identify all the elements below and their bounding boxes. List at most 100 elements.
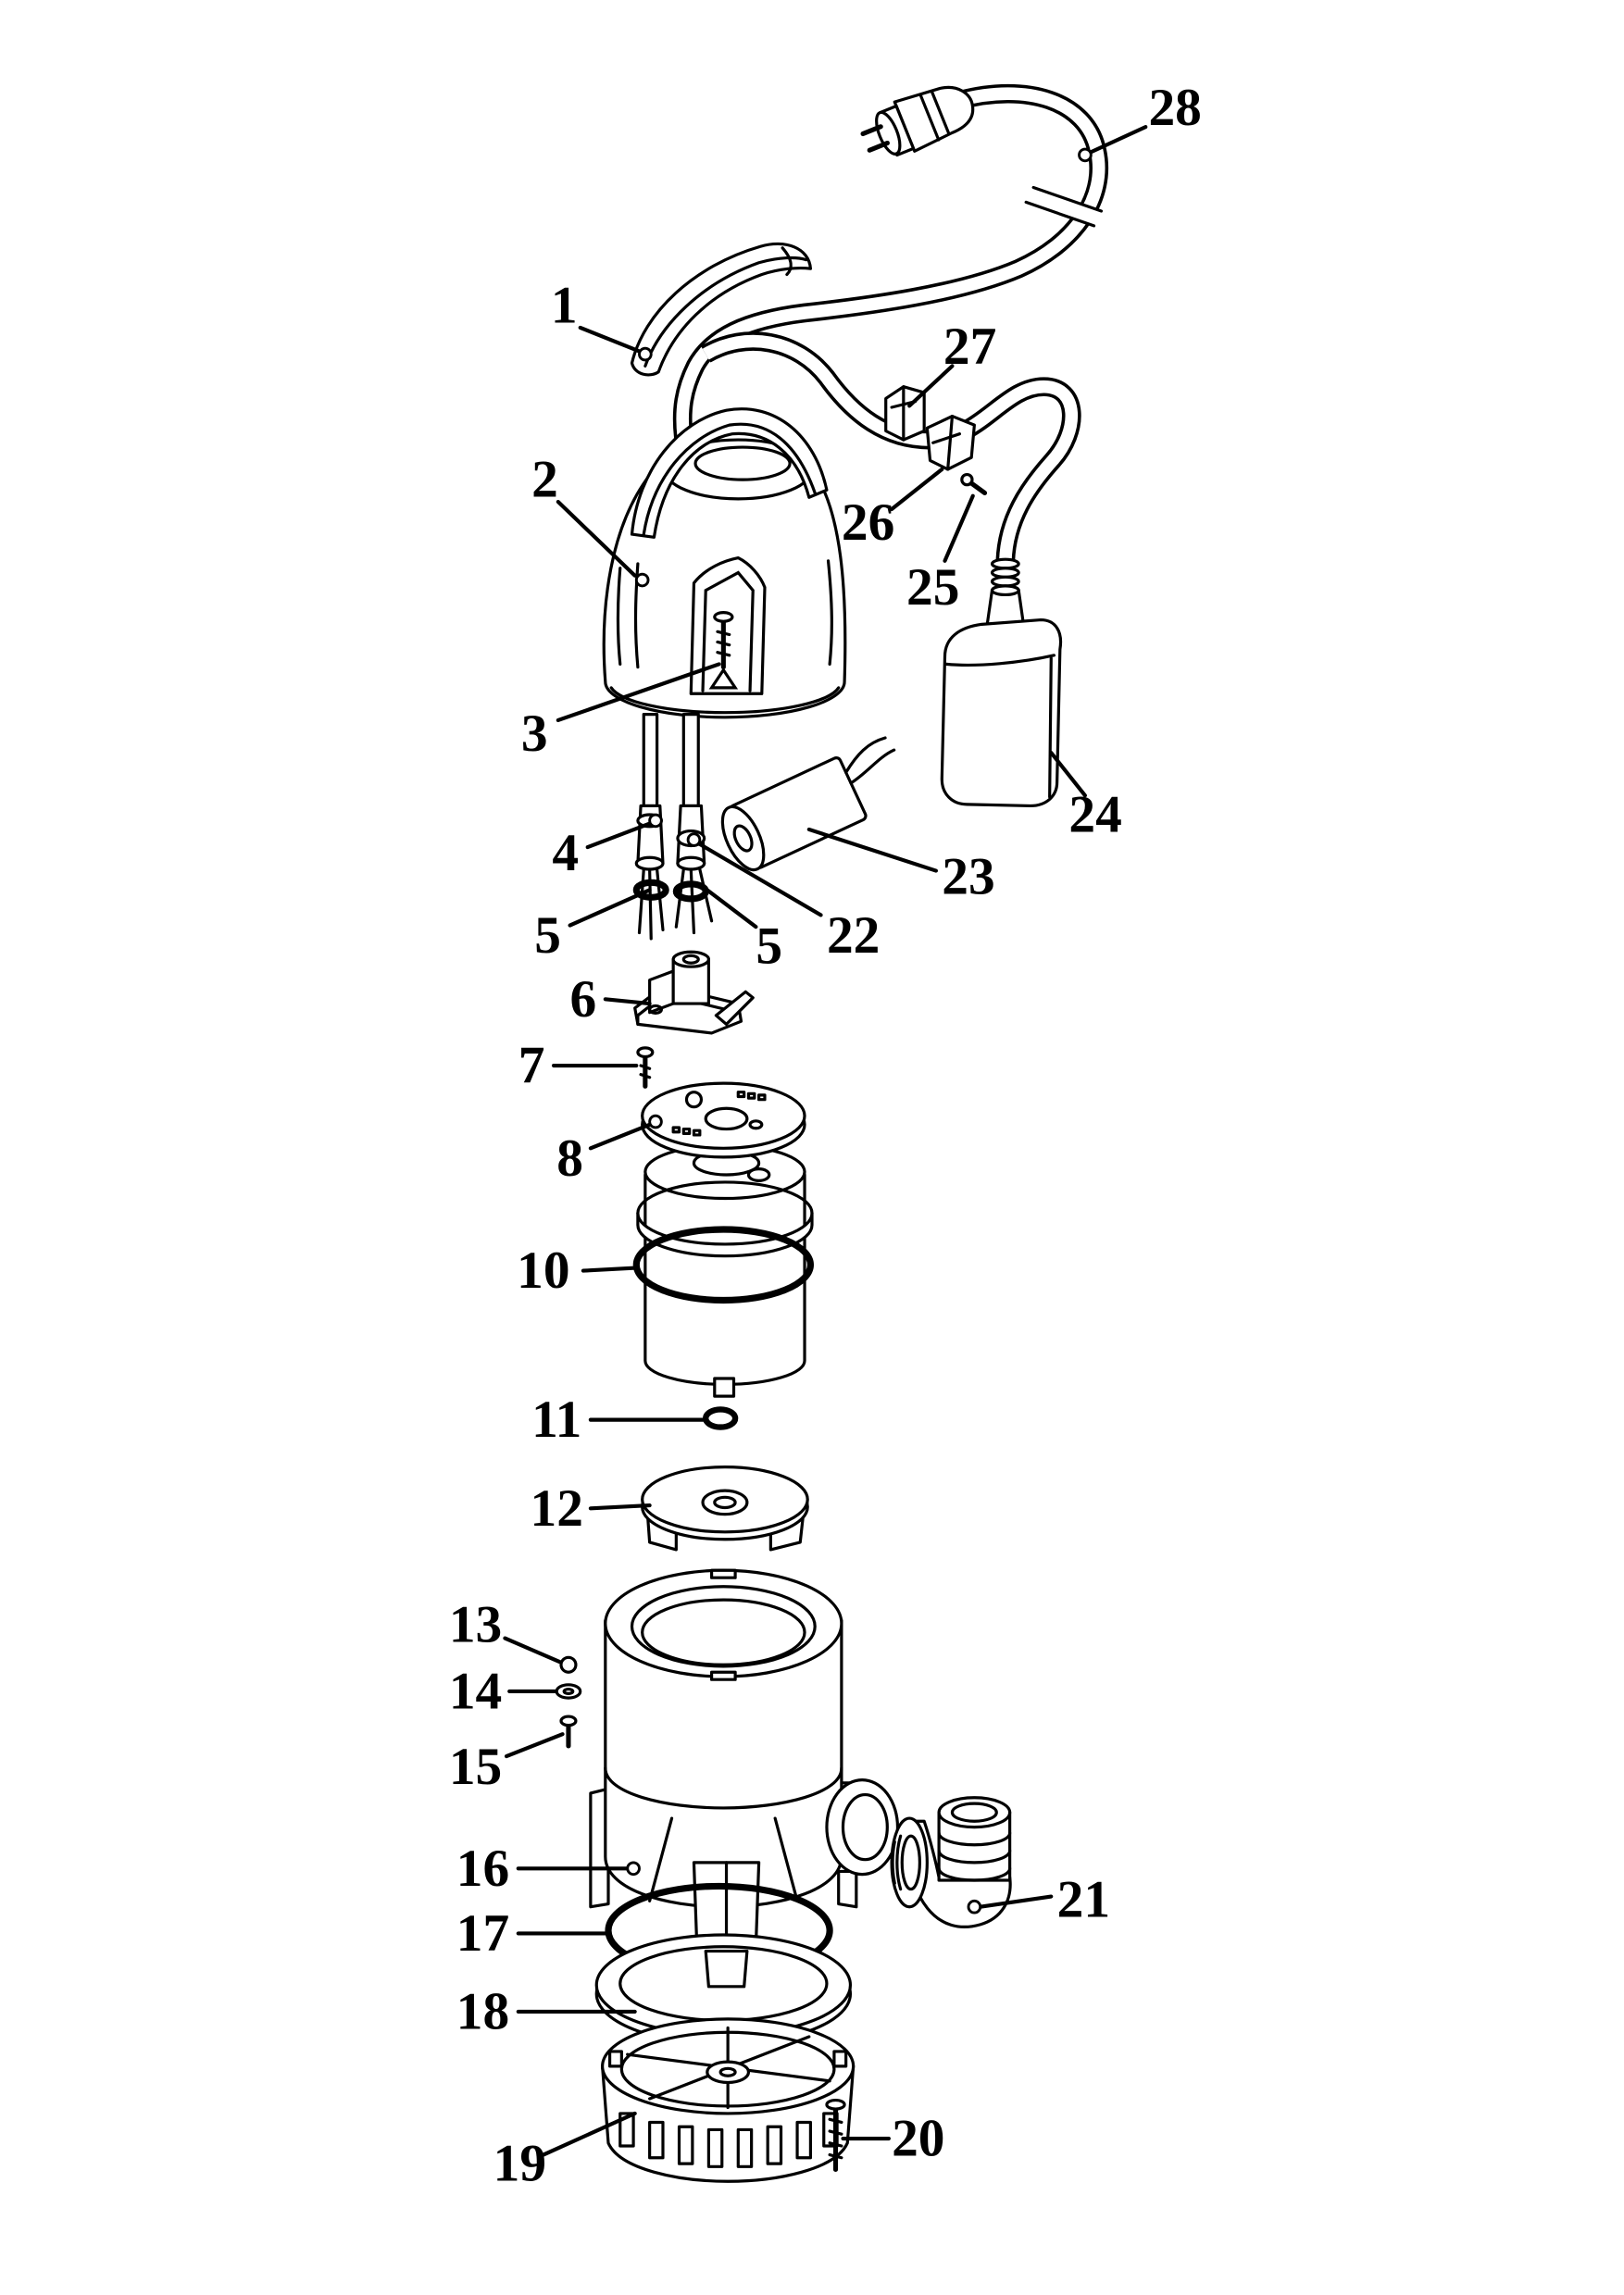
drawing-stroke (1089, 125, 1148, 155)
drawing-stroke (844, 736, 887, 774)
drawing-stroke (978, 1894, 1054, 1909)
drawing-stroke (634, 855, 665, 871)
drawing-stroke (709, 1670, 737, 1681)
cable-clip-bracket (925, 414, 976, 471)
bracket-screw (636, 1046, 655, 1089)
drawing-stroke (708, 667, 739, 690)
pump-housing (589, 1568, 900, 1989)
callout-label: 4 (552, 824, 579, 882)
drawing-stroke (746, 1091, 756, 1100)
drawing-stroke (639, 1072, 652, 1079)
callout-7: 7 (518, 1037, 639, 1095)
drawing-stroke (672, 880, 709, 903)
shaft-seal-ring (703, 1406, 739, 1430)
drawing-stroke (1026, 187, 1102, 226)
callout-label: 28 (1148, 79, 1201, 137)
cover-screw (713, 611, 734, 670)
drawing-stroke (930, 90, 951, 136)
small-screw (559, 1715, 578, 1749)
callout-label: 21 (1057, 1870, 1110, 1928)
drawing-stroke (826, 559, 833, 666)
drawing-stroke (1078, 147, 1093, 163)
drawing-stroke (841, 1792, 889, 1862)
small-ball (559, 1655, 578, 1674)
drawing-stroke (648, 813, 663, 829)
drawing-stroke (648, 2120, 665, 2160)
drawing-stroke (681, 713, 700, 808)
drawing-stroke (637, 867, 645, 935)
drawing-stroke (704, 1949, 749, 1989)
drawing-stroke (716, 630, 731, 637)
drawing-stroke (681, 954, 700, 965)
callout-label: 10 (517, 1241, 569, 1300)
drawing-stroke (828, 2129, 843, 2136)
base-screw (825, 2098, 846, 2173)
drawing-stroke (1049, 750, 1088, 798)
drawing-stroke (943, 493, 975, 563)
drawing-stroke (671, 1126, 681, 1134)
drawing-stroke (642, 422, 817, 536)
drawing-stroke (1031, 185, 1104, 213)
drawing-stroke (946, 414, 955, 471)
cover-front-recess (689, 556, 767, 695)
callout-24: 24 (1049, 750, 1122, 844)
drawing-stroke (648, 1114, 663, 1129)
callout-4: 4 (552, 813, 663, 882)
base-ring (594, 1933, 853, 2046)
drawing-stroke (702, 334, 1078, 562)
drawing-stroke (990, 584, 1020, 597)
callout-1: 1 (551, 277, 653, 362)
drawing-stroke (556, 499, 637, 578)
drawing-stroke (907, 364, 955, 408)
drawing-stroke (686, 832, 702, 847)
drawing-stroke (634, 572, 650, 588)
drawing-stroke (757, 1093, 767, 1102)
callout-13: 13 (449, 1596, 562, 1665)
drawing-stroke (641, 1598, 806, 1666)
drawing-stroke (828, 2152, 843, 2160)
clip-screw (960, 472, 988, 496)
drawing-stroke (632, 879, 669, 901)
cable-bracket (633, 950, 755, 1035)
motor-top-plate (641, 1081, 806, 1159)
cord-break-mark (1024, 185, 1104, 228)
drawing-stroke (944, 654, 1056, 667)
callout-14: 14 (449, 1662, 557, 1720)
drawing-stroke (706, 2060, 751, 2085)
drawing-stroke (875, 110, 902, 156)
callout-6: 6 (570, 970, 652, 1029)
callout-12: 12 (531, 1479, 652, 1538)
callout-10: 10 (517, 1241, 640, 1300)
drawing-stroke (746, 1167, 771, 1182)
callout-label: 5 (756, 917, 782, 975)
drawing-stroke (828, 2141, 843, 2148)
callout-label: 15 (449, 1738, 502, 1796)
callout-label: 19 (493, 2135, 546, 2193)
drawing-stroke (656, 867, 665, 931)
drawing-stroke (867, 140, 890, 153)
drawing-stroke (704, 1106, 749, 1131)
drawing-stroke (716, 651, 731, 657)
handle-cover (630, 242, 813, 377)
drawing-stroke (648, 1816, 674, 1902)
drawing-stroke (603, 997, 652, 1006)
callout-label: 14 (449, 1662, 502, 1720)
callout-8: 8 (556, 1114, 663, 1188)
drawing-stroke (960, 472, 974, 487)
drawing-stroke (559, 1715, 578, 1727)
callout-label: 5 (534, 906, 561, 965)
drawing-stroke (713, 1495, 737, 1510)
callout-28: 28 (1078, 79, 1202, 163)
drawing-stroke (713, 1377, 736, 1398)
drawing-stroke (967, 1899, 982, 1915)
callout-2: 2 (531, 451, 650, 588)
drawing-stroke (716, 640, 731, 647)
drawing-stroke (681, 1127, 692, 1135)
drawing-stroke (893, 85, 975, 153)
drawing-stroke (636, 1211, 814, 1258)
drawing-stroke (795, 2120, 813, 2160)
drawing-stroke (626, 1861, 641, 1877)
drawing-stroke (828, 2117, 843, 2125)
drawing-stroke (642, 713, 659, 808)
drawing-stroke (891, 1840, 896, 1885)
